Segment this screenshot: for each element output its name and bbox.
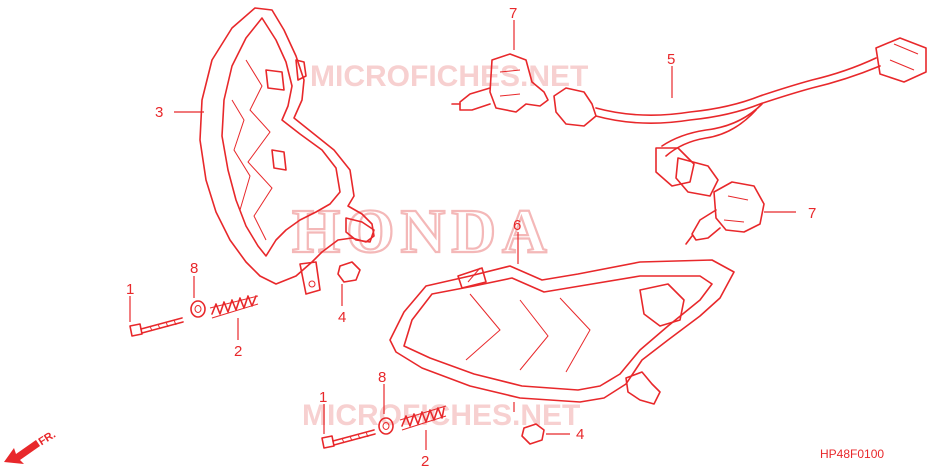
bulb-socket-top bbox=[451, 53, 549, 113]
callout-1-bottom: 1 bbox=[319, 389, 327, 406]
callout-3: 3 bbox=[155, 104, 163, 121]
front-indicator: FR. bbox=[37, 429, 58, 449]
bolt-bottom bbox=[321, 429, 376, 449]
bolt-left bbox=[129, 317, 184, 337]
diagram-code: HP48F0100 bbox=[820, 447, 884, 461]
callout-2-bottom: 2 bbox=[421, 453, 429, 468]
callout-1-left: 1 bbox=[126, 281, 134, 298]
callout-8-bottom: 8 bbox=[378, 369, 386, 386]
right-headlight-lens bbox=[389, 259, 735, 405]
left-headlight-housing bbox=[199, 7, 375, 295]
washer-left bbox=[190, 300, 206, 318]
bulb-socket-bottom bbox=[685, 181, 765, 245]
brand-watermark: HONDA bbox=[292, 198, 553, 266]
callout-6: 6 bbox=[513, 217, 521, 234]
leader-lines bbox=[129, 20, 796, 450]
spring-bottom bbox=[399, 405, 447, 431]
wiring-harness bbox=[553, 37, 927, 197]
callout-8-left: 8 bbox=[190, 260, 198, 277]
callout-4-left: 4 bbox=[338, 309, 346, 326]
callout-7-top: 7 bbox=[509, 5, 517, 22]
watermark-top: MICROFICHES.NET bbox=[310, 60, 588, 93]
callout-5: 5 bbox=[667, 51, 675, 68]
front-arrow-icon bbox=[4, 440, 40, 464]
callout-2-left: 2 bbox=[234, 343, 242, 360]
spring-left bbox=[209, 295, 259, 319]
washer-bottom bbox=[378, 417, 394, 435]
callout-7-right: 7 bbox=[808, 205, 816, 222]
nut-bottom bbox=[521, 423, 545, 445]
nut-left bbox=[337, 261, 361, 283]
callout-4-bottom: 4 bbox=[576, 426, 584, 443]
